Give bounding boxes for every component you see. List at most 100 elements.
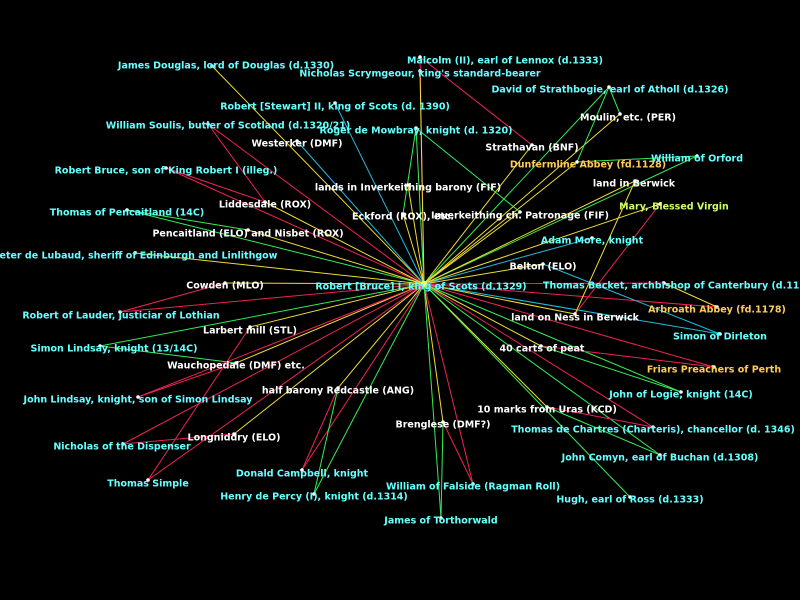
- node-label-donald-campbell[interactable]: Donald Campbell, knight: [236, 469, 369, 480]
- node-label-john-lindsay[interactable]: John Lindsay, knight, son of Simon Linds…: [23, 395, 254, 406]
- node-dot-simon-lindsay[interactable]: [98, 344, 102, 348]
- node-dot-dunfermline-abbey[interactable]: [575, 160, 579, 164]
- node-label-simon-lindsay[interactable]: Simon Lindsay, knight (13/14C): [31, 344, 198, 355]
- node-dot-ten-marks-uras[interactable]: [545, 405, 549, 409]
- node-dot-john-comyn[interactable]: [658, 453, 662, 457]
- node-dot-inverkeithing-lands[interactable]: [406, 183, 410, 187]
- node-dot-inverkeithing-patronage[interactable]: [518, 210, 522, 214]
- node-label-moulin[interactable]: Moulin, etc. (PER): [580, 113, 676, 124]
- node-label-westerker[interactable]: Westerker (DMF): [252, 139, 343, 150]
- node-label-thomas-simple[interactable]: Thomas Simple: [107, 479, 189, 490]
- node-dot-adam-more[interactable]: [590, 236, 594, 240]
- node-dot-robert-lauder[interactable]: [118, 310, 122, 314]
- node-dot-cowden[interactable]: [223, 281, 227, 285]
- node-label-john-comyn[interactable]: John Comyn, earl of Buchan (d.1308): [561, 453, 759, 464]
- node-dot-henry-percy[interactable]: [312, 492, 316, 496]
- node-label-friars-perth[interactable]: Friars Preachers of Perth: [647, 365, 781, 376]
- node-dot-friars-perth[interactable]: [712, 365, 716, 369]
- node-label-pencaitland-nisbet[interactable]: Pencaitland (ELO) and Nisbet (ROX): [152, 229, 343, 240]
- node-label-james-douglas[interactable]: James Douglas, lord of Douglas (d.1330): [117, 61, 334, 72]
- node-dot-westerker[interactable]: [295, 139, 299, 143]
- node-label-robert-stewart[interactable]: Robert [Stewart] II, king of Scots (d. 1…: [220, 102, 450, 113]
- node-dot-hugh-ross[interactable]: [628, 495, 632, 499]
- node-dot-eckford[interactable]: [401, 212, 405, 216]
- node-dot-roger-mowbray[interactable]: [414, 126, 418, 130]
- node-dot-half-barony-redcastle[interactable]: [336, 386, 340, 390]
- node-label-robert-bruce-son[interactable]: Robert Bruce, son of King Robert I (ille…: [55, 166, 278, 177]
- node-label-liddesdale[interactable]: Liddesdale (ROX): [219, 200, 311, 211]
- node-label-land-berwick[interactable]: land in Berwick: [593, 179, 676, 190]
- node-dot-longniddry[interactable]: [232, 432, 236, 436]
- node-label-simon-dirleton[interactable]: Simon of Dirleton: [673, 332, 767, 343]
- node-dot-pencaitland-nisbet[interactable]: [246, 228, 250, 232]
- node-label-robert-lauder[interactable]: Robert of Lauder, justiciar of Lothian: [22, 311, 220, 322]
- node-dot-liddesdale[interactable]: [263, 200, 267, 204]
- node-label-thomas-becket[interactable]: Thomas Becket, archbishop of Canterbury …: [543, 281, 800, 292]
- node-label-james-torthorwald[interactable]: James of Torthorwald: [383, 516, 497, 527]
- node-label-wauchopedale[interactable]: Wauchopedale (DMF) etc.: [167, 361, 305, 372]
- node-dot-belton[interactable]: [541, 262, 545, 266]
- node-label-brenglese[interactable]: Brenglese (DMF?): [395, 420, 490, 431]
- node-label-malcolm-lennox[interactable]: Malcolm (II), earl of Lennox (d.1333): [407, 56, 603, 67]
- node-dot-land-ness[interactable]: [573, 312, 577, 316]
- node-label-william-soulis[interactable]: William Soulis, butler of Scotland (d.13…: [106, 121, 350, 132]
- node-label-inverkeithing-patronage[interactable]: Inverkeithing ch. Patronage (FIF): [431, 211, 609, 222]
- node-label-thomas-pencaitland[interactable]: Thomas of Pencaitland (14C): [50, 208, 204, 219]
- node-label-strathavan[interactable]: Strathavan (BNF): [485, 143, 578, 154]
- node-dot-david-strathbogie[interactable]: [607, 85, 611, 89]
- node-label-peter-lubaud[interactable]: Peter de Lubaud, sheriff of Edinburgh an…: [0, 251, 278, 262]
- node-dot-john-logie[interactable]: [679, 390, 683, 394]
- node-label-henry-percy[interactable]: Henry de Percy (I), knight (d.1314): [220, 492, 408, 503]
- node-label-thomas-chartres[interactable]: Thomas de Chartres (Charteris), chancell…: [511, 425, 795, 436]
- node-dot-nicholas-dispenser[interactable]: [121, 442, 125, 446]
- node-dot-thomas-pencaitland[interactable]: [125, 208, 129, 212]
- node-label-william-falside[interactable]: William of Falside (Ragman Roll): [386, 482, 560, 493]
- node-dot-strathavan[interactable]: [530, 143, 534, 147]
- node-dot-john-lindsay[interactable]: [136, 395, 140, 399]
- node-label-roger-mowbray[interactable]: Roger de Mowbray, knight (d. 1320): [320, 126, 513, 137]
- node-dot-wauchopedale[interactable]: [234, 361, 238, 365]
- node-label-half-barony-redcastle[interactable]: half barony Redcastle (ANG): [262, 386, 414, 397]
- node-dot-forty-carts-peat[interactable]: [539, 344, 543, 348]
- node-dot-robert-stewart[interactable]: [333, 101, 337, 105]
- node-label-william-orford[interactable]: William of Orford: [651, 154, 743, 165]
- node-dot-thomas-becket[interactable]: [662, 281, 666, 285]
- center-node-label[interactable]: Robert [Bruce] I, king of Scots (d.1329): [315, 282, 526, 293]
- node-dot-malcolm-lennox[interactable]: [418, 55, 422, 59]
- node-label-larbert-mill[interactable]: Larbert mill (STL): [203, 326, 297, 337]
- node-label-eckford[interactable]: Eckford (ROX), etc.: [352, 212, 454, 223]
- node-label-adam-more[interactable]: Adam More, knight: [541, 236, 644, 247]
- center-node-dot[interactable]: [420, 280, 428, 288]
- node-label-nicholas-dispenser[interactable]: Nicholas of the Dispenser: [53, 442, 191, 453]
- node-dot-mary-virgin[interactable]: [658, 202, 662, 206]
- node-dot-james-douglas[interactable]: [210, 64, 214, 68]
- node-dot-land-berwick[interactable]: [633, 179, 637, 183]
- node-dot-brenglese[interactable]: [441, 420, 445, 424]
- node-dot-william-falside[interactable]: [471, 482, 475, 486]
- node-label-david-strathbogie[interactable]: David of Strathbogie, earl of Atholl (d.…: [492, 85, 729, 96]
- node-label-cowden[interactable]: Cowden (MLO): [186, 281, 264, 292]
- node-dot-robert-bruce-son[interactable]: [164, 166, 168, 170]
- node-dot-thomas-simple[interactable]: [146, 478, 150, 482]
- node-label-john-logie[interactable]: John of Logie, knight (14C): [608, 390, 752, 401]
- node-dot-moulin[interactable]: [618, 112, 622, 116]
- node-label-ten-marks-uras[interactable]: 10 marks from Uras (KCD): [477, 405, 617, 416]
- node-label-dunfermline-abbey[interactable]: Dunfermline Abbey (fd.1128): [510, 160, 666, 171]
- node-dot-william-soulis[interactable]: [206, 122, 210, 126]
- node-dot-peter-lubaud[interactable]: [133, 251, 137, 255]
- node-label-inverkeithing-lands[interactable]: lands in Inverkeithing barony (FIF): [315, 183, 501, 194]
- node-label-hugh-ross[interactable]: Hugh, earl of Ross (d.1333): [556, 495, 703, 506]
- node-dot-larbert-mill[interactable]: [248, 325, 252, 329]
- node-dot-simon-dirleton[interactable]: [718, 332, 722, 336]
- node-dot-nicholas-scrymgeour[interactable]: [418, 69, 422, 73]
- node-label-arbroath-abbey[interactable]: Arbroath Abbey (fd.1178): [648, 305, 786, 316]
- node-dot-james-torthorwald[interactable]: [439, 516, 443, 520]
- node-label-longniddry[interactable]: Longniddry (ELO): [188, 433, 281, 444]
- node-label-mary-virgin[interactable]: Mary, Blessed Virgin: [619, 202, 729, 213]
- node-dot-william-orford[interactable]: [695, 154, 699, 158]
- node-label-belton[interactable]: Belton (ELO): [509, 262, 576, 273]
- node-dot-donald-campbell[interactable]: [300, 468, 304, 472]
- node-label-land-ness[interactable]: land on Ness in Berwick: [511, 313, 640, 324]
- node-label-nicholas-scrymgeour[interactable]: Nicholas Scrymgeour, king's standard-bea…: [299, 69, 541, 80]
- node-label-forty-carts-peat[interactable]: 40 carts of peat: [500, 344, 585, 355]
